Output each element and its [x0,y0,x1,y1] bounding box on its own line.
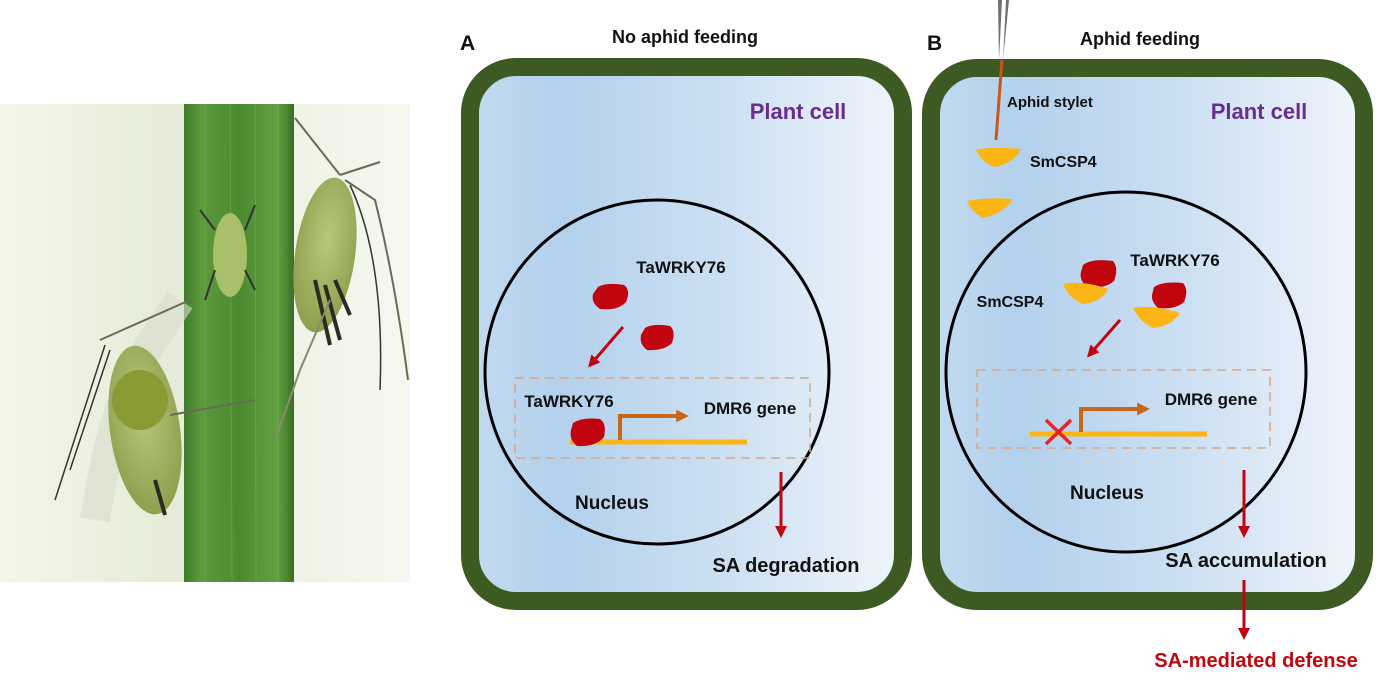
aphid-lower-left [54,291,256,523]
plant-cell-label-b: Plant cell [1211,99,1308,124]
sa-degradation-label: SA degradation [712,555,859,577]
plant-cell-b [922,59,1373,610]
panel-b-letter: B [927,32,942,55]
smcsp4-label-effector: SmCSP4 [1030,154,1097,171]
stem-veins [204,103,279,583]
tawrky76-protein-a1 [592,283,629,310]
panel-a: A No aphid feeding Plant cell TaWRKY76 T… [460,27,912,610]
promoter-region-box-a [514,377,811,459]
nucleus-label-b: Nucleus [1070,483,1144,504]
stylet-mouthpart-right [1003,0,1009,60]
panel-a-title: No aphid feeding [612,27,758,47]
dmr6-gene-label-b: DMR6 gene [1165,390,1258,409]
sa-accumulation-label: SA accumulation [1165,550,1327,572]
promoter-arrow-a [618,409,689,440]
plant-cell-a [461,58,912,610]
aphid-stylet [994,0,1009,141]
tawrky76-protein-b2 [1151,282,1187,309]
tawrky76-label-b: TaWRKY76 [1130,251,1219,270]
panel-a-letter: A [460,32,475,55]
stylet-mouthpart-left [998,0,1002,60]
dmr6-gene-label-a: DMR6 gene [704,399,797,418]
nuclear-import-arrow-a [588,326,625,368]
smcsp4-bound-b1 [1063,282,1108,304]
smcsp4-bound-b2 [1133,306,1180,328]
smcsp4-label-complex: SmCSP4 [977,294,1044,311]
promoter-region-box-b [976,369,1271,449]
aphid-nymph [199,204,256,301]
promoter-arrow-b [1079,402,1150,432]
panel-b: B Aphid feeding Plant cell Aphid stylet … [922,0,1373,672]
tawrky76-bound-protein-a [570,418,605,447]
tawrky76-label-bound-a: TaWRKY76 [524,392,613,411]
smcsp4-effector-2 [967,198,1013,218]
panel-b-title: Aphid feeding [1080,29,1200,49]
nucleus-b [944,190,1308,554]
aphid-upper-right [274,117,409,441]
tawrky76-protein-b1 [1080,260,1117,288]
smcsp4-effector-1 [976,147,1021,167]
plant-cell-label-a: Plant cell [750,99,847,124]
tawrky76-protein-a2 [640,324,674,351]
nuclear-import-arrow-b [1087,319,1122,358]
blocked-binding-x-icon [1044,418,1073,446]
stylet-shaft [994,59,1004,141]
nucleus-a [483,198,831,546]
aphid-photo [0,103,410,583]
sa-mediated-defense-label: SA-mediated defense [1154,650,1357,672]
tawrky76-label-free-a: TaWRKY76 [636,258,725,277]
wheat-stem [184,104,294,582]
nucleus-label-a: Nucleus [575,493,649,514]
aphid-stylet-label: Aphid stylet [1007,94,1093,111]
